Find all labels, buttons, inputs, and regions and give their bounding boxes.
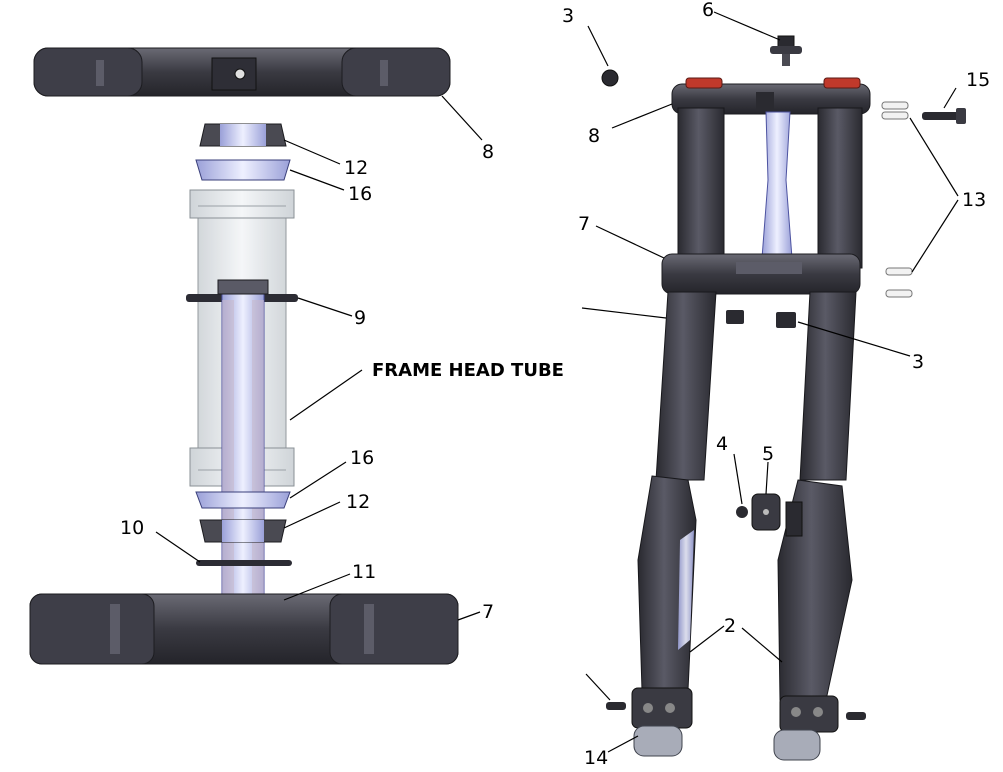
seal-bottom (195, 491, 291, 509)
fork-stem-right (761, 111, 793, 259)
callout-16-bottom: 16 (350, 447, 374, 469)
axle-clamp-right (773, 695, 839, 761)
callout-9: 9 (354, 307, 366, 329)
callout-4: 4 (716, 433, 728, 455)
bracket-5 (751, 493, 781, 531)
callout-7-right: 7 (578, 213, 590, 235)
nut-3-top (601, 69, 619, 87)
seal-top (195, 159, 291, 181)
bearing-top (199, 123, 287, 147)
callout-6: 6 (702, 0, 714, 21)
bolt-15 (922, 108, 966, 124)
top-bolt-6 (770, 35, 802, 66)
top-triple-clamp-left (33, 47, 451, 97)
callout-12-bottom: 12 (346, 491, 370, 513)
callout-12-top: 12 (344, 157, 368, 179)
callout-2: 2 (724, 615, 736, 637)
bottom-triple-clamp-left (29, 593, 459, 665)
callout-11: 11 (352, 561, 376, 583)
bearing-bottom (199, 519, 287, 543)
callout-16-top: 16 (348, 183, 372, 205)
axle-bolts (606, 702, 866, 720)
callout-5: 5 (762, 443, 774, 465)
fork-leg-right (777, 479, 853, 701)
fork-leg-left (637, 475, 697, 691)
fork-tube-right-upper (817, 107, 863, 269)
axle-clamp-left (631, 687, 693, 757)
clips-3-mid (726, 310, 796, 328)
callout-13: 13 (962, 189, 986, 211)
callout-3-mid: 3 (912, 351, 924, 373)
top-triple-clamp-right (671, 77, 871, 115)
callout-3-top: 3 (562, 5, 574, 27)
fork-tube-right-lower (799, 291, 857, 481)
callout-7-left: 7 (482, 601, 494, 623)
bottom-triple-clamp-right (661, 253, 861, 295)
fork-tube-left-lower (655, 291, 717, 481)
callout-8-left: 8 (482, 141, 494, 163)
right-leaders (581, 11, 959, 753)
bolts-13 (881, 101, 913, 298)
callout-8-right: 8 (588, 125, 600, 147)
callout-frame-head-tube: FRAME HEAD TUBE (372, 360, 564, 381)
callout-10: 10 (120, 517, 144, 539)
pin-10 (196, 560, 292, 566)
nut-4 (736, 506, 748, 518)
callout-15: 15 (966, 69, 990, 91)
fork-tube-left-upper (677, 107, 725, 269)
callout-14: 14 (584, 747, 608, 769)
left-leaders (155, 95, 483, 621)
